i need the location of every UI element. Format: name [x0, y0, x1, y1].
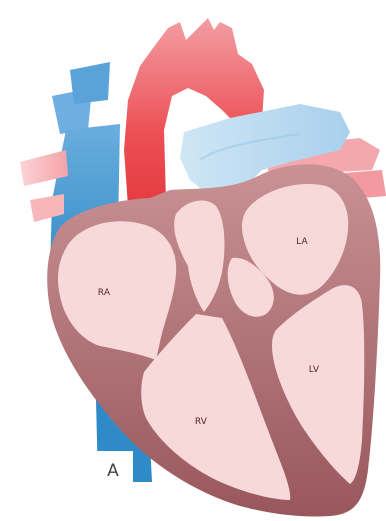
panel-letter: A [107, 461, 119, 481]
panel-letter-box: A [93, 451, 133, 491]
label-la: LA [296, 237, 308, 247]
label-lv: LV [309, 365, 320, 375]
label-ra: RA [98, 288, 111, 298]
label-rv: RV [195, 417, 208, 427]
